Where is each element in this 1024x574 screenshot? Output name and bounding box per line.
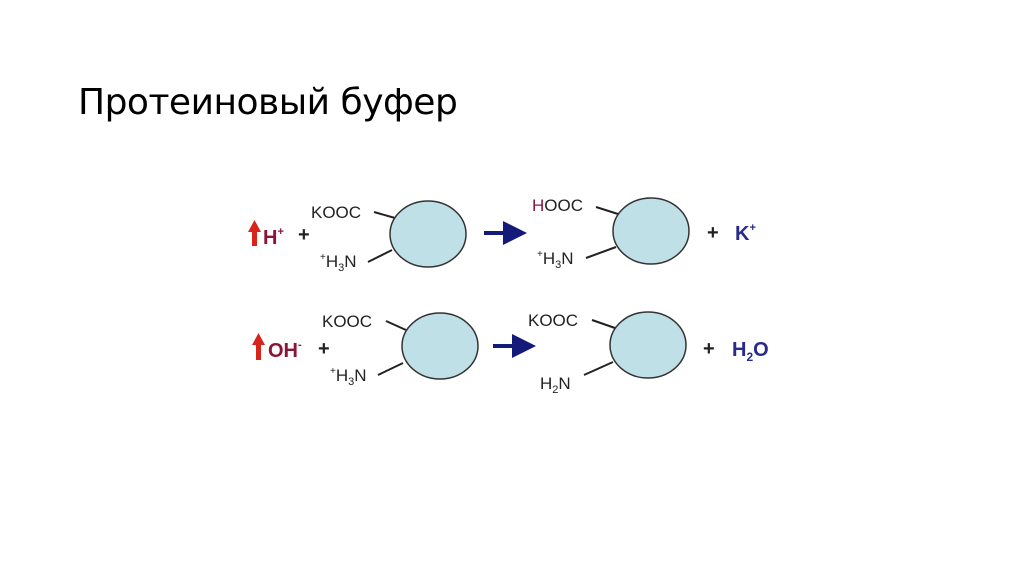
amino-group-label: +H3N [537,249,574,271]
protein-molecule-reactant: KOOC +H3N [322,312,479,388]
plus-sign: + [298,224,310,246]
plus-sign: + [707,222,719,244]
slide-title: Протеиновый буфер [78,82,458,123]
plus-sign: + [703,338,715,360]
byproduct-k-plus: K+ [735,222,756,245]
protein-molecule-reactant: KOOC +H3N [311,200,467,274]
protein-molecule-product: HOOC +H3N [532,196,690,271]
carboxyl-group-label: KOOC [311,203,361,222]
carboxyl-group-label: HOOC [532,196,583,215]
ion-oh-minus: OH- [268,339,302,362]
reaction-1: H+ + KOOC +H3N HOOC +H3N + K+ [248,196,756,274]
reaction-2: OH- + KOOC +H3N KOOC H2N + H2O [252,311,769,396]
plus-sign: + [318,338,330,360]
carboxyl-group-label: KOOC [322,312,372,331]
amino-group-label: +H3N [330,366,367,388]
byproduct-water: H2O [732,339,769,364]
up-arrow-icon [248,220,261,246]
amino-group-label: H2N [540,374,571,396]
up-arrow-icon [252,333,265,360]
protein-molecule-product: KOOC H2N [528,311,687,396]
carboxyl-group-label: KOOC [528,311,578,330]
ion-h-plus: H+ [263,226,284,249]
amino-group-label: +H3N [320,252,357,274]
